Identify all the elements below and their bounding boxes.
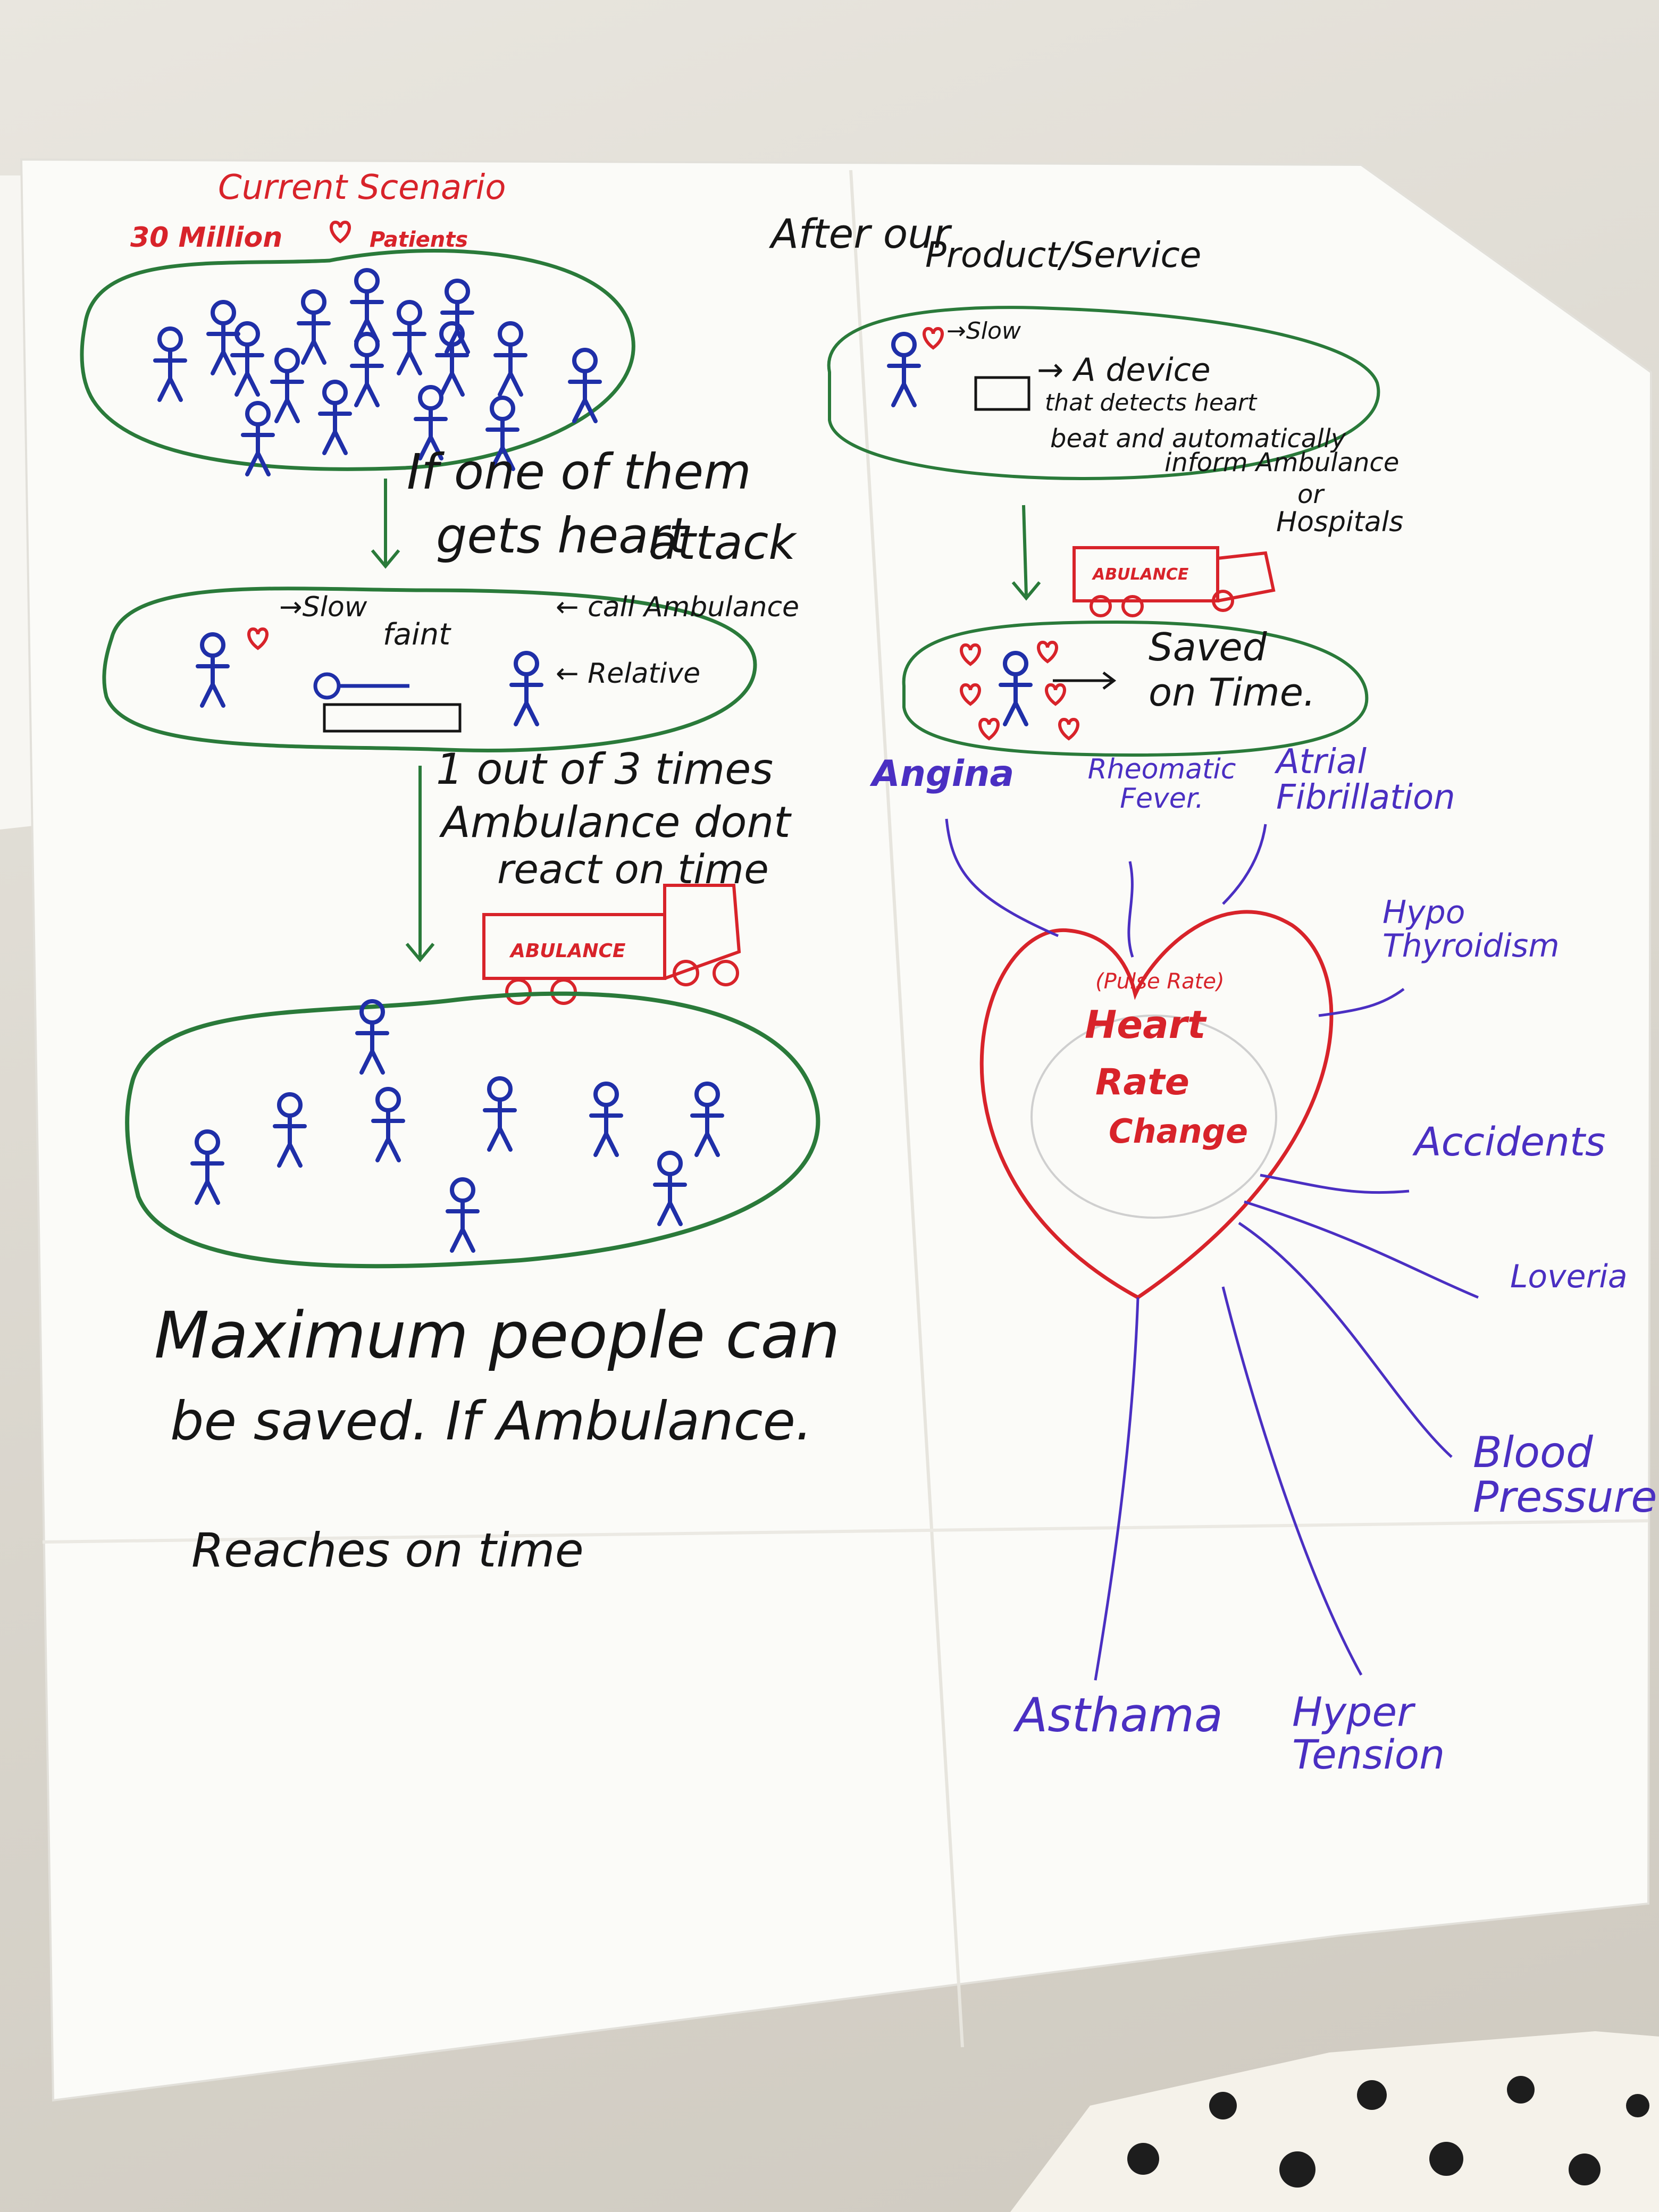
ambulance-icon [1073, 546, 1276, 617]
mindmap-branches [945, 818, 1479, 1681]
device-box [974, 376, 1030, 411]
crowd-bubble [80, 249, 635, 471]
device-bubble [827, 306, 1380, 481]
fabric-pattern [1010, 2031, 1659, 2212]
attack-bubble [102, 586, 757, 752]
saved-bubble [902, 620, 1369, 757]
arrow-down-icon [1011, 581, 1041, 601]
arrow-down-icon [371, 549, 400, 569]
stretcher [323, 703, 462, 733]
heart-shape [979, 910, 1334, 1300]
saved-crowd-bubble [125, 991, 820, 1269]
arrow-right-icon [1102, 672, 1117, 690]
paper [20, 158, 1653, 2102]
ambulance-icon [482, 884, 741, 1005]
arrow-down-icon [405, 943, 435, 962]
